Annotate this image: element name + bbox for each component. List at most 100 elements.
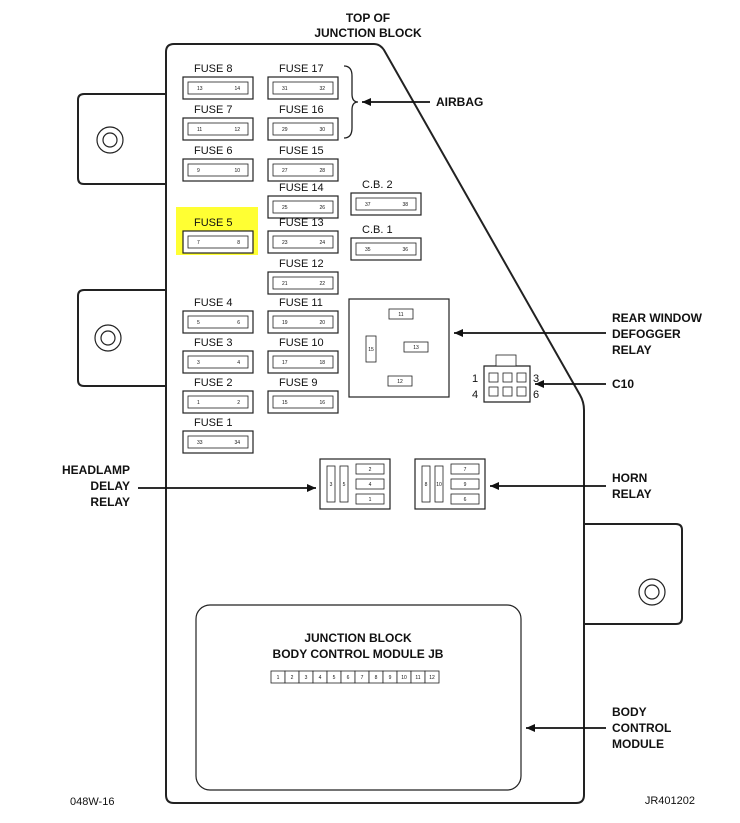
fuse-pin: 2 xyxy=(237,400,240,406)
headlamp-callout-line2: DELAY xyxy=(90,479,130,493)
fuse-pin: 30 xyxy=(319,127,325,133)
fuse-label: FUSE 10 xyxy=(279,337,324,349)
fuse-pin: 31 xyxy=(282,86,288,92)
fuse-pin: 15 xyxy=(282,400,288,406)
bcm-pin: 3 xyxy=(305,675,308,681)
fuse-pin: 29 xyxy=(282,127,288,133)
footer-right-code: JR401202 xyxy=(645,795,695,807)
fuse-label: FUSE 8 xyxy=(194,63,233,75)
fuse-pin: 20 xyxy=(319,320,325,326)
bcm-pin: 4 xyxy=(319,675,322,681)
headlamp-callout-line1: HEADLAMP xyxy=(62,463,130,477)
circuit-breaker-pin: 36 xyxy=(402,247,408,253)
c10-pin-6: 6 xyxy=(533,389,539,401)
rear-window-callout-line1: REAR WINDOW xyxy=(612,311,703,325)
rear-window-callout-line3: RELAY xyxy=(612,343,652,357)
fuse-label: FUSE 1 xyxy=(194,417,233,429)
fuse-pin: 18 xyxy=(319,360,325,366)
fuse-inner xyxy=(272,122,334,136)
fuse-pin: 25 xyxy=(282,205,288,211)
circuit-breaker-label: C.B. 2 xyxy=(362,179,393,191)
horn-relay-pin: 7 xyxy=(464,467,467,473)
headlamp-delay-relay[interactable] xyxy=(319,458,391,510)
fuse-pin: 10 xyxy=(234,168,240,174)
fuse-pin: 23 xyxy=(282,240,288,246)
fuse-label: FUSE 15 xyxy=(279,145,324,157)
c10-pin-1: 1 xyxy=(472,373,478,385)
circuit-breaker-inner xyxy=(355,197,417,211)
circuit-breaker-pin: 35 xyxy=(365,247,371,253)
bcm-callout-line3: MODULE xyxy=(612,737,664,751)
rear-relay-pin: 13 xyxy=(413,345,419,351)
fuse-inner xyxy=(272,315,334,329)
fuse-pin: 33 xyxy=(197,440,203,446)
horn-relay-pin: 6 xyxy=(464,497,467,503)
fuse-16[interactable]: FUSE 9 15 16 xyxy=(267,377,339,414)
bcm-pin: 12 xyxy=(429,675,435,681)
headlamp-relay-pin: 2 xyxy=(369,467,372,473)
bcm-title-line2: BODY CONTROL MODULE JB xyxy=(273,647,444,661)
fuse-inner xyxy=(272,276,334,290)
fuse-pin: 28 xyxy=(319,168,325,174)
fuse-8[interactable]: FUSE 17 31 32 xyxy=(267,63,339,100)
fuse-label: FUSE 12 xyxy=(279,258,324,270)
bcm-title-line1: JUNCTION BLOCK xyxy=(304,631,412,645)
bcm-pin-cell xyxy=(424,670,440,684)
airbag-callout: AIRBAG xyxy=(436,95,483,109)
bcm-pin: 1 xyxy=(277,675,280,681)
c10-callout: C10 xyxy=(612,377,634,391)
headlamp-relay-pin: 5 xyxy=(343,482,346,488)
bcm-pin: 8 xyxy=(375,675,378,681)
fuse-inner xyxy=(187,235,249,249)
body-control-module-area[interactable] xyxy=(195,604,522,791)
airbag-brace xyxy=(343,65,359,139)
fuse-12[interactable]: FUSE 13 23 24 xyxy=(267,217,339,254)
fuse-pin: 19 xyxy=(282,320,288,326)
rear-relay-pin: 15 xyxy=(368,347,374,353)
fuse-label: FUSE 6 xyxy=(194,145,233,157)
c10-connector[interactable] xyxy=(483,354,531,403)
fuse-inner xyxy=(187,395,249,409)
horn-relay[interactable] xyxy=(414,458,486,510)
circuit-breaker-pin: 38 xyxy=(402,202,408,208)
fuse-pin: 32 xyxy=(319,86,325,92)
fuse-inner xyxy=(272,200,334,214)
bcm-pin: 10 xyxy=(401,675,407,681)
bcm-pin: 5 xyxy=(333,675,336,681)
mount-hole-inner xyxy=(644,584,660,600)
fuse-inner xyxy=(187,355,249,369)
fuse-inner xyxy=(272,235,334,249)
right-mount-ear xyxy=(584,523,683,625)
fuse-label: FUSE 7 xyxy=(194,104,233,116)
fuse-pin: 21 xyxy=(282,281,288,287)
fuse-label: FUSE 9 xyxy=(279,377,318,389)
fuse-label: FUSE 4 xyxy=(194,297,233,309)
fuse-label: FUSE 17 xyxy=(279,63,324,75)
fuse-pin: 24 xyxy=(319,240,325,246)
fuse-pin: 16 xyxy=(319,400,325,406)
fuse-label: FUSE 13 xyxy=(279,217,324,229)
fuse-inner xyxy=(272,81,334,95)
headlamp-relay-pin: 4 xyxy=(369,482,372,488)
fuse-pin: 8 xyxy=(237,240,240,246)
